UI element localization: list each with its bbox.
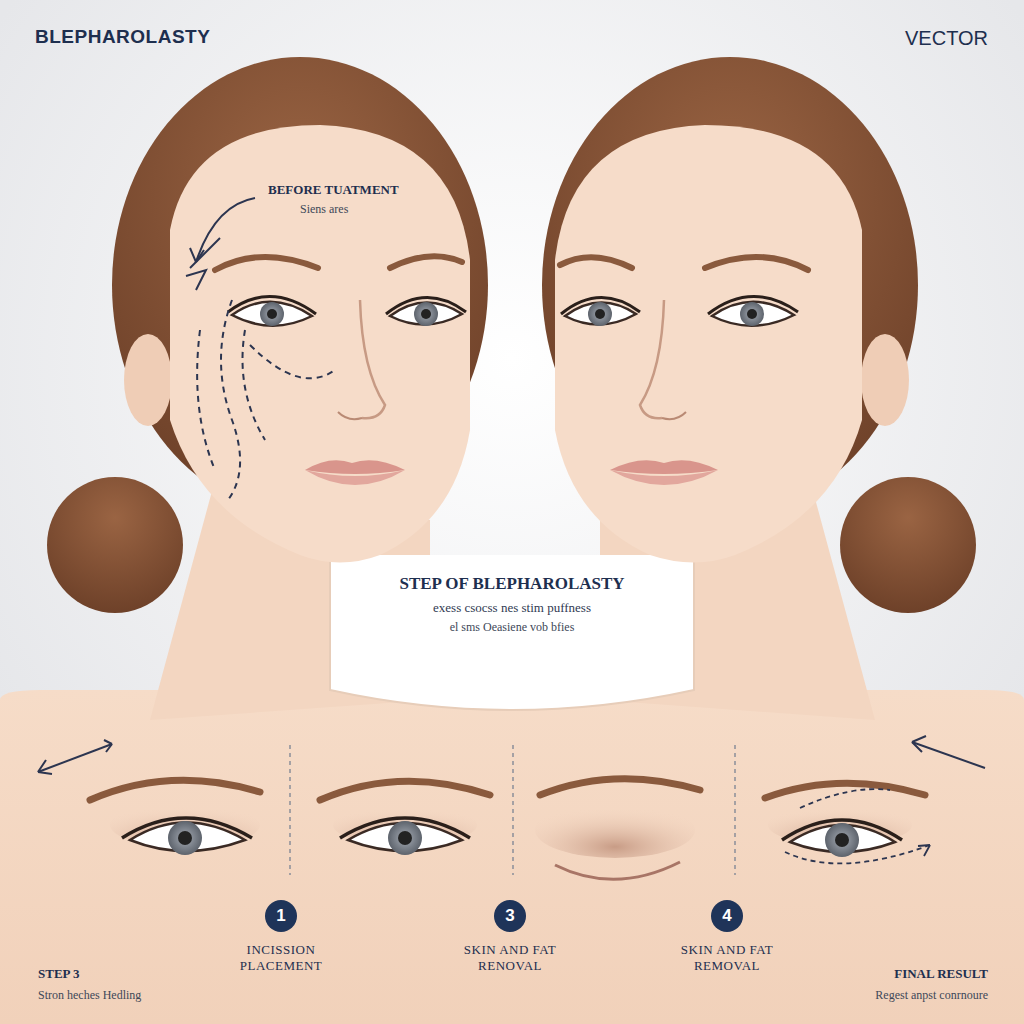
- note-label: el sms Oeasiene vob bfies: [342, 620, 682, 634]
- step-label: FINAL RESULT: [788, 966, 988, 982]
- note-label: Stron heches Hedling: [38, 988, 258, 1002]
- step-node: 3SKIN AND FAT RENOVAL: [445, 900, 575, 975]
- section-heading: STEP OF BLEPHAROLASTY: [342, 574, 682, 594]
- step-label: STEP 3: [38, 966, 198, 982]
- step-node: 1INCISSION PLACEMENT: [216, 900, 346, 975]
- note-label: Siens ares: [300, 202, 430, 216]
- diagram-title: BLEPHAROLASTY: [35, 26, 355, 49]
- callout-number: 4: [711, 900, 743, 932]
- step-label: SKIN AND FAT REMOVAL: [667, 942, 787, 975]
- section-heading: BEFORE TUATMENT: [268, 182, 468, 198]
- note-label: Regest anpst conrnoure: [748, 988, 988, 1002]
- watermark-label: VECTOR: [768, 26, 988, 50]
- step-node: 4SKIN AND FAT REMOVAL: [662, 900, 792, 975]
- step-label: INCISSION PLACEMENT: [221, 942, 341, 975]
- callout-number: 3: [494, 900, 526, 932]
- note-label: exess csocss nes stim puffness: [342, 600, 682, 616]
- callout-number: 1: [265, 900, 297, 932]
- step-label: SKIN AND FAT RENOVAL: [450, 942, 570, 975]
